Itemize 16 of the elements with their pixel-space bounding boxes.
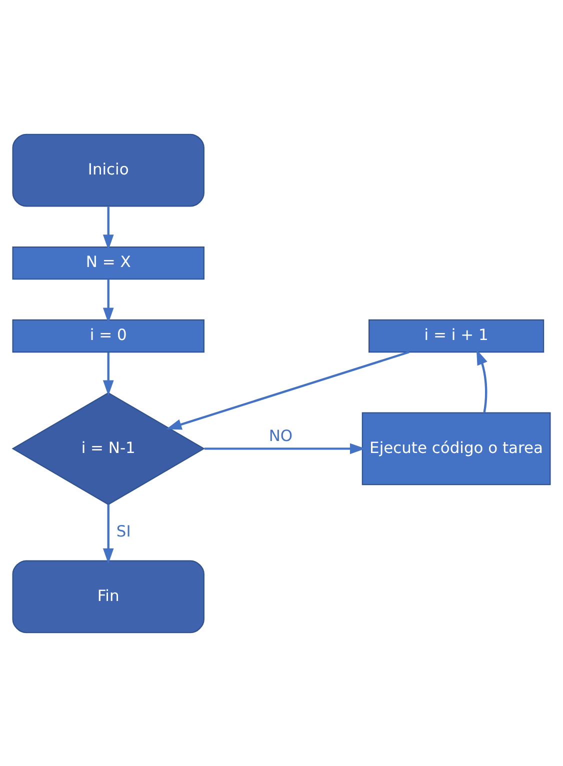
arrow [204,442,366,454]
edge-label: NO [268,426,293,445]
edge-label: SI [116,522,131,540]
node-box: N = X [12,246,204,280]
arrow [166,350,410,430]
node-box: Inicio [12,133,204,206]
node-box: Ejecute código o tarea [362,412,551,485]
arrow [102,206,114,250]
arrow [102,352,114,396]
node-box: Fin [12,560,204,633]
node-box: i = i + 1 [368,318,544,352]
arrow [476,348,488,412]
arrow [102,278,114,323]
node-diamond: i = N-1 [12,392,205,505]
node-box: i = 0 [12,318,204,352]
arrow [102,504,114,564]
